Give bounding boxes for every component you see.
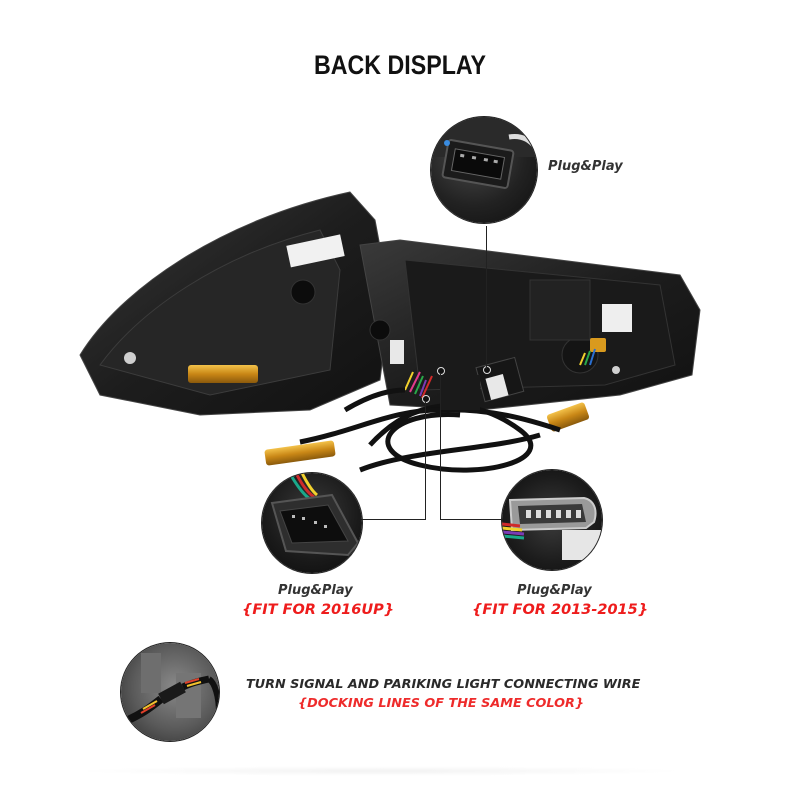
connector-4pin-icon [431,117,537,189]
anchor-dot-top [483,366,491,374]
connector-6pin-grey-icon [502,496,602,560]
leader-line-left-vertical [425,401,426,519]
page-title: BACK DISPLAY [313,50,487,80]
leader-line-left-horizontal [360,519,426,520]
anchor-dot-mid [437,367,445,375]
wire-note-title: TURN SIGNAL AND PARIKING LIGHT CONNECTIN… [246,677,641,692]
connector-5pin-black-icon [270,473,360,557]
tail-light-rear-image [79,191,701,473]
wire-connector-closeup [121,643,219,741]
plug-play-label-left: Plug&Play [278,583,353,598]
floor-shadow [70,766,690,776]
connector-closeup-2016up [262,473,362,573]
leader-line-right-horizontal [440,519,502,520]
connector-closeup-2013-2015 [502,470,602,570]
connector-closeup-top [431,117,537,223]
bullet-connector-icon [121,653,219,727]
leader-line-right-vertical [440,373,441,519]
fit-label-2016up: {FIT FOR 2016UP} [242,602,395,618]
anchor-dot-left [422,395,430,403]
wire-note-subtitle: {DOCKING LINES OF THE SAME COLOR} [298,696,584,711]
fit-label-2013-2015: {FIT FOR 2013-2015} [472,602,649,618]
plug-play-label-top: Plug&Play [548,159,623,174]
plug-play-label-right: Plug&Play [517,583,592,598]
leader-line-top [486,226,487,369]
